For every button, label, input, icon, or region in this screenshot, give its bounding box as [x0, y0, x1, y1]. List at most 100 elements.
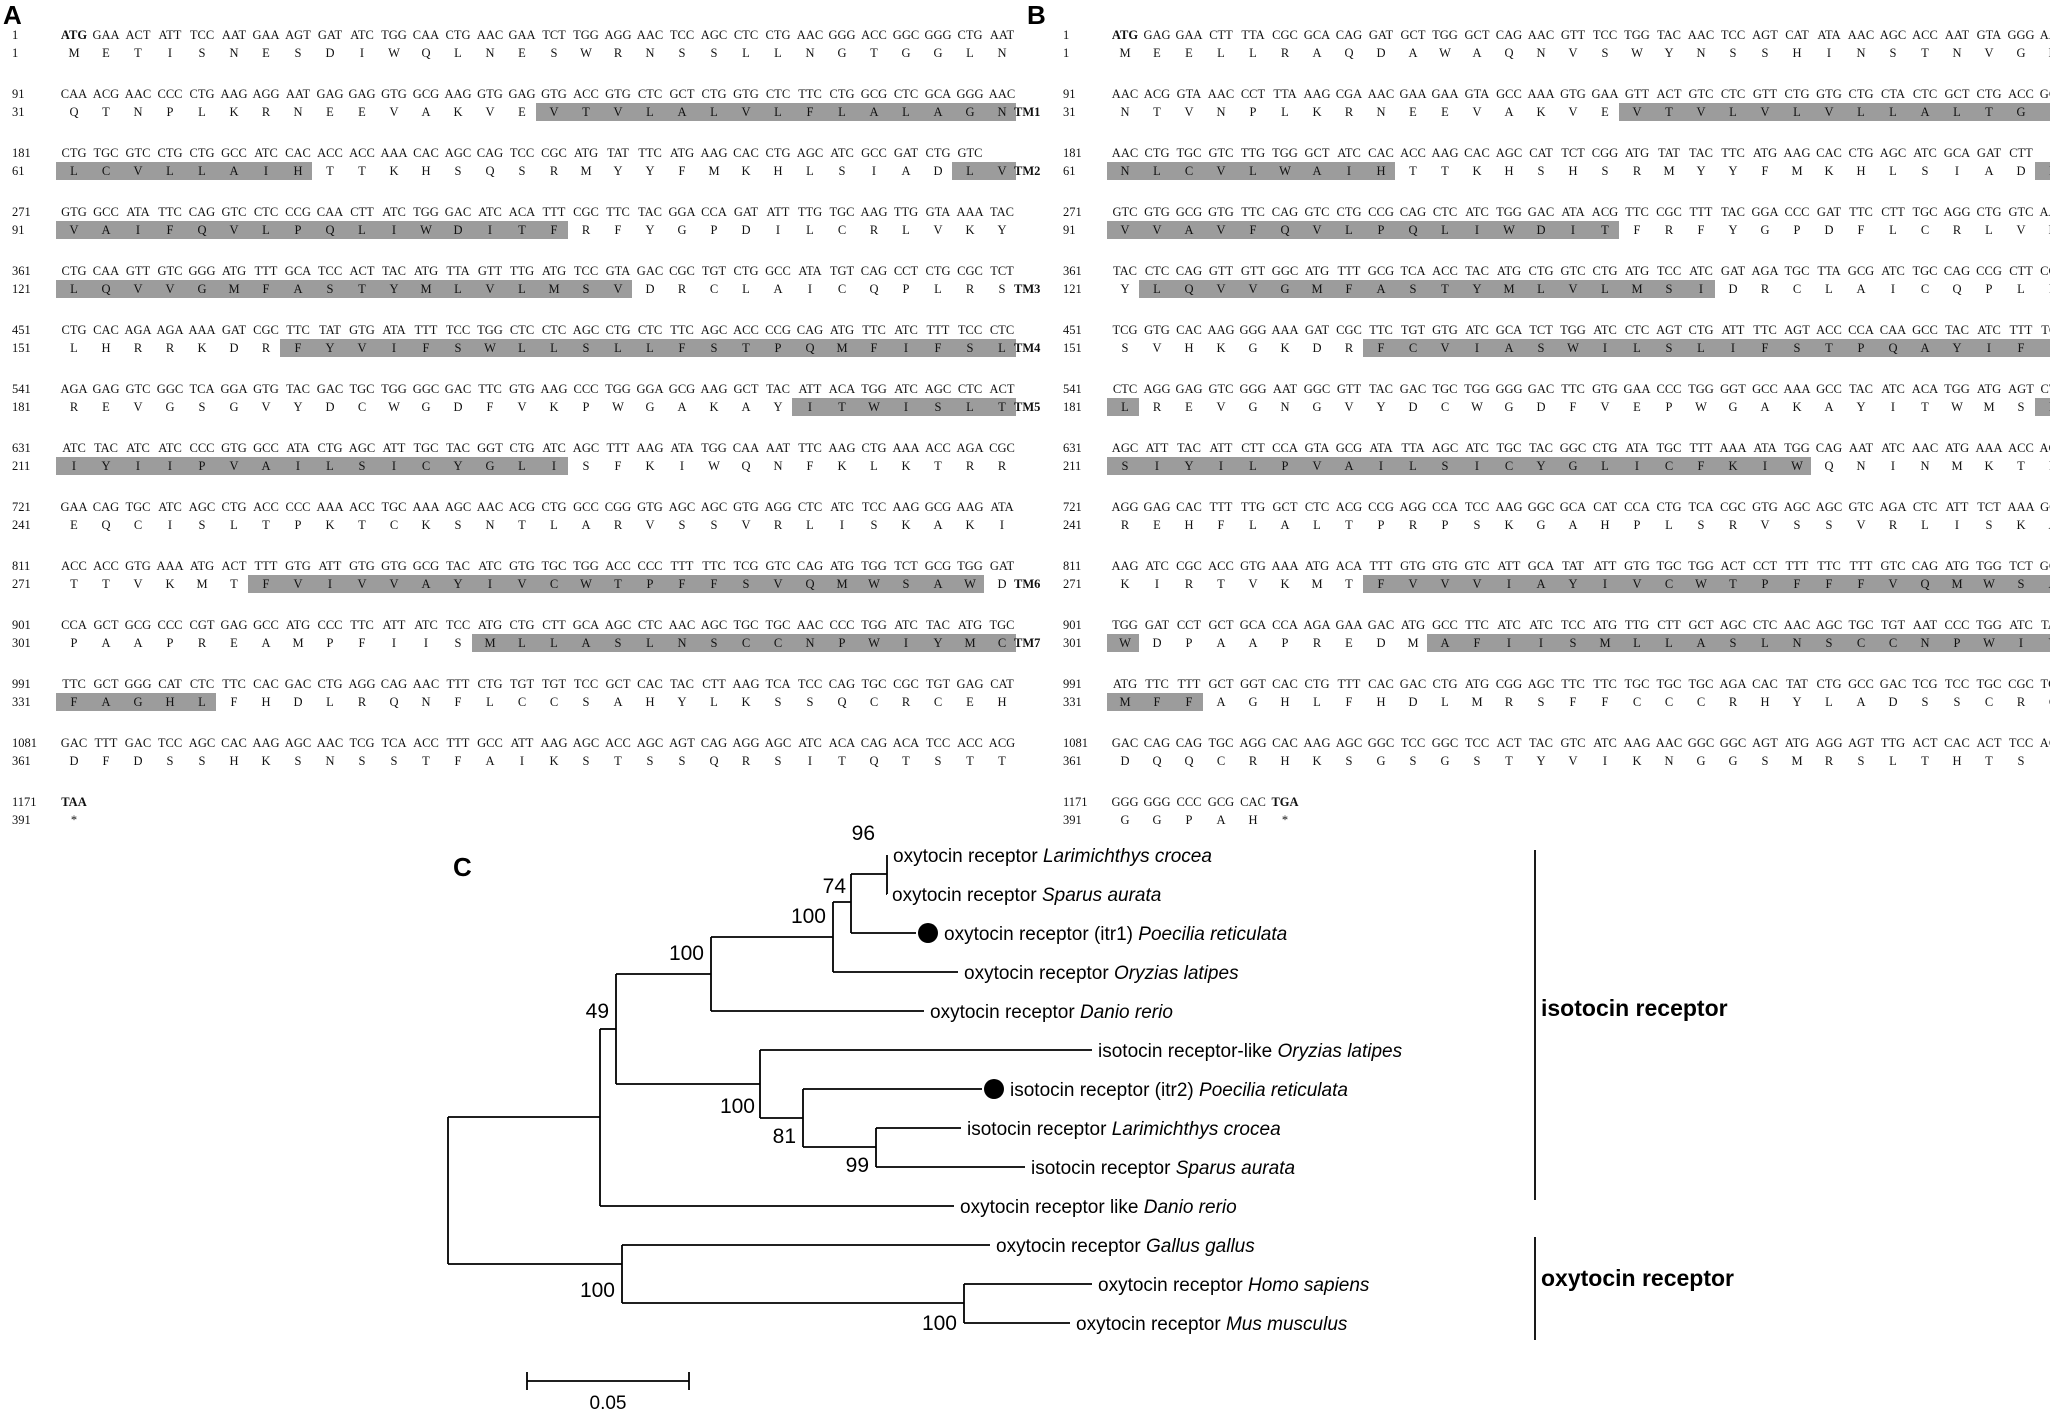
amino-acid: R	[1280, 46, 1290, 60]
codon: AGG	[1239, 736, 1267, 750]
amino-acid: M	[1631, 282, 1643, 296]
codon: TGT	[509, 677, 535, 691]
codon: TGC	[1656, 677, 1682, 691]
codon: CTG	[221, 500, 247, 514]
amino-acid: V	[613, 282, 623, 296]
amino-acid: S	[550, 46, 558, 60]
codon: CAC	[637, 677, 663, 691]
codon: GGA	[220, 382, 248, 396]
amino-acid-position: 181	[12, 400, 31, 414]
amino-acid: W	[1951, 400, 1963, 414]
codon: CCA	[1272, 441, 1298, 455]
amino-acid: M	[484, 636, 496, 650]
amino-acid: Y	[453, 577, 463, 591]
amino-acid: T	[1601, 223, 1609, 237]
codon: CTT	[350, 205, 374, 219]
codon: TGT	[1400, 323, 1426, 337]
codon: ATC	[1465, 205, 1489, 219]
codon: GAT	[1304, 323, 1330, 337]
amino-acid: G	[645, 400, 655, 414]
codon: GAG	[348, 87, 376, 101]
codon: GTC	[1848, 500, 1874, 514]
amino-acid: L	[230, 518, 238, 532]
codon: TCC	[861, 500, 887, 514]
amino-acid: M	[580, 164, 592, 178]
codon: CTC	[957, 382, 983, 396]
amino-acid: T	[998, 754, 1006, 768]
amino-acid-position: 301	[1063, 636, 1082, 650]
amino-acid: M	[708, 164, 720, 178]
codon: CAT	[1785, 28, 1809, 42]
codon: AAA	[892, 441, 920, 455]
leaf-gene-name: oxytocin receptor	[1076, 1314, 1226, 1335]
amino-acid: E	[1601, 105, 1609, 119]
amino-acid: L	[550, 636, 558, 650]
amino-acid: F	[710, 577, 718, 591]
codon: ATC	[478, 205, 502, 219]
codon: CAA	[92, 264, 120, 278]
amino-acid-row: YLQVVGMFASTYMLVLMSIDRCLAICQPLR	[1109, 281, 2050, 297]
amino-acid: M	[1407, 636, 1419, 650]
amino-acid: I	[999, 518, 1005, 532]
amino-acid: V	[1312, 459, 1322, 473]
codon: GAT	[733, 205, 759, 219]
codon: CAG	[1399, 205, 1427, 219]
codon: CTG	[1848, 87, 1874, 101]
codon: GCC	[1816, 382, 1842, 396]
leaf-species-name: Sparus aurata	[1042, 885, 1161, 906]
amino-acid: A	[869, 105, 879, 119]
amino-acid: L	[1249, 518, 1257, 532]
codon: GGA	[1751, 205, 1779, 219]
amino-acid: R	[1824, 754, 1834, 768]
amino-acid: W	[1503, 223, 1515, 237]
amino-acid: N	[1216, 105, 1226, 119]
amino-acid: A	[101, 223, 111, 237]
amino-acid: Q	[805, 341, 815, 355]
codon: GTG	[509, 559, 535, 573]
codon: ATT	[318, 559, 342, 573]
codon: TTA	[1241, 28, 1265, 42]
leaf-gene-name: oxytocin receptor	[996, 1236, 1146, 1257]
amino-acid: S	[198, 400, 206, 414]
codon: TGG	[1624, 28, 1650, 42]
codon: AAC	[412, 677, 440, 691]
codon: TAC	[1465, 264, 1489, 278]
amino-acid: F	[614, 459, 622, 473]
codon: GTG	[1432, 323, 1458, 337]
codon: CCA	[1272, 618, 1298, 632]
codon: CAC	[1272, 677, 1298, 691]
codon: GTA	[1176, 87, 1202, 101]
codon: GTG	[733, 87, 759, 101]
amino-acid: S	[1889, 46, 1897, 60]
codon: AAA	[956, 205, 984, 219]
codon: ATA	[382, 323, 406, 337]
amino-acid: F	[1793, 577, 1801, 591]
codon: TAC	[382, 264, 406, 278]
amino-acid-position: 181	[1063, 400, 1082, 414]
amino-acid: K	[165, 577, 175, 591]
codon: GCG	[1847, 264, 1875, 278]
codon: ATG	[1752, 146, 1778, 160]
amino-acid: N	[997, 105, 1007, 119]
amino-acid: R	[901, 695, 911, 709]
codon: TGG	[1944, 382, 1970, 396]
amino-acid: W	[1983, 577, 1995, 591]
amino-acid: N	[1952, 46, 1962, 60]
codon: TTC	[222, 677, 246, 691]
codon: CGC	[669, 264, 695, 278]
codon: TCT	[2041, 323, 2050, 337]
codon: AAA	[1271, 559, 1299, 573]
codon: CAC	[1368, 677, 1394, 691]
codon: TGG	[861, 382, 887, 396]
codon: CTT	[1881, 205, 1905, 219]
codon: CTC	[1720, 87, 1746, 101]
amino-acid: G	[1696, 754, 1706, 768]
amino-acid: V	[485, 282, 495, 296]
codon: CAA	[60, 87, 88, 101]
amino-acid: S	[358, 459, 366, 473]
amino-acid: G	[1280, 282, 1290, 296]
